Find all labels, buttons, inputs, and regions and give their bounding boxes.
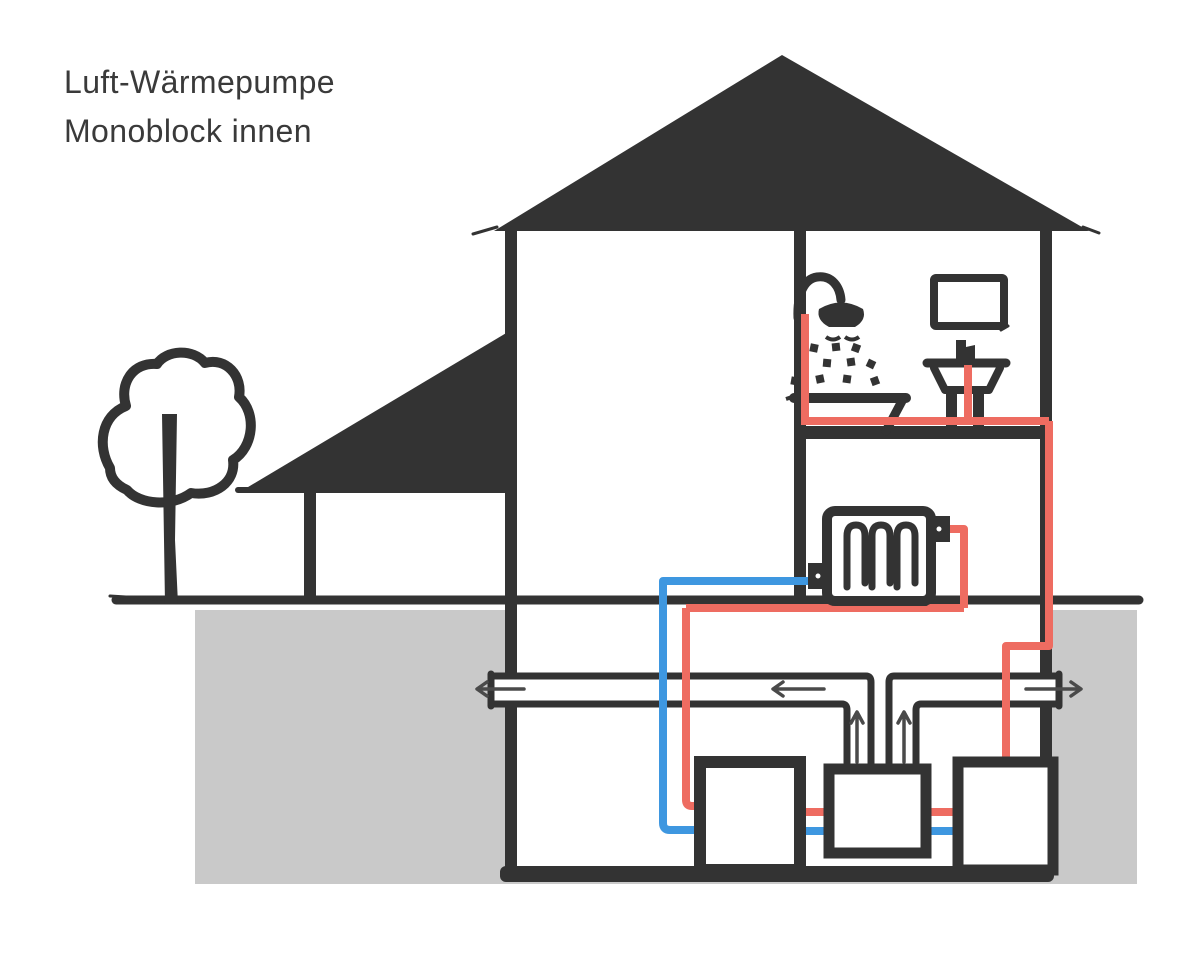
pipe-cold-radiator-return (659, 577, 822, 834)
radiator-valve-right-dot (936, 526, 942, 532)
airflow-arrow-up-right (896, 710, 912, 764)
air-duct-right-channel (889, 679, 1062, 701)
tree (97, 347, 256, 604)
airflow-arrow-out-right (1024, 680, 1083, 698)
tree-highlight (132, 394, 210, 427)
main-roof (494, 55, 1089, 231)
bathtub-side (881, 396, 907, 436)
water-drop (869, 375, 881, 387)
mirror (930, 274, 1008, 330)
warm-water-pipes (682, 314, 1053, 816)
diagram-title: Luft-Wärmepumpe Monoblock innen (64, 58, 335, 156)
mirror-corner-sketch (999, 324, 1010, 332)
sink-pedestal-left (946, 392, 957, 428)
carport-roof (243, 329, 513, 490)
house-wall-left (505, 230, 517, 875)
airflow-arrows (475, 680, 1083, 764)
radiator-fin (893, 521, 919, 591)
carport-post (304, 489, 316, 601)
hot-water-tank (952, 756, 1059, 876)
air-duct-left-channel (489, 679, 869, 701)
radiator (808, 506, 950, 606)
water-drop (846, 357, 856, 367)
water-drop (809, 343, 819, 353)
airflow-arrow-duct-left (771, 680, 826, 698)
air-duct-right-top-edge (885, 672, 1063, 768)
tree-canopy (97, 347, 256, 508)
pipe-warm-basement-drop (682, 608, 701, 810)
water-drop (831, 342, 841, 352)
water-drop (842, 374, 852, 384)
radiator-valve-left-dot (815, 573, 821, 579)
water-drop (815, 374, 825, 384)
water-drop (822, 358, 832, 368)
shower-arm (793, 272, 846, 323)
air-duct-left-top-edge (487, 672, 875, 768)
air-duct-left (487, 670, 875, 768)
shower-head (818, 302, 864, 327)
buffer-tank (694, 756, 806, 876)
tree-trunk (162, 414, 178, 604)
water-drop (790, 376, 800, 386)
title-line-2: Monoblock innen (64, 113, 312, 149)
airflow-arrow-out-left (475, 680, 526, 698)
water-drop (824, 335, 842, 342)
heat-pump-indoor-unit (823, 763, 932, 859)
carport (235, 329, 513, 601)
radiator-fin (868, 521, 894, 591)
faucet (956, 340, 975, 362)
title-line-1: Luft-Wärmepumpe (64, 64, 335, 100)
water-drop (865, 358, 877, 370)
bathroom-floor (806, 426, 1040, 439)
sink-pedestal-right (973, 392, 984, 428)
roof-eave-tail-left (471, 225, 499, 236)
radiator-fin (843, 521, 869, 591)
radiator-body (822, 506, 936, 606)
air-duct-left-bottom-edge (487, 700, 851, 767)
air-duct-right (885, 670, 1063, 768)
water-drop (843, 335, 861, 342)
airflow-arrow-up-left (849, 710, 865, 764)
air-duct-right-bottom-edge (912, 700, 1063, 767)
water-drop (850, 342, 862, 354)
pipe-warm-right-wall-drop (1002, 421, 1053, 763)
roof-eave-tail-right (1081, 225, 1101, 235)
bathroom (785, 272, 1011, 436)
